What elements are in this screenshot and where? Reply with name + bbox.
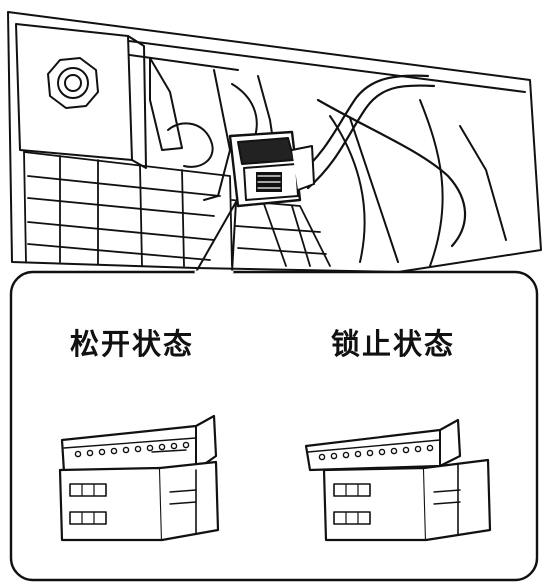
label-released-state: 松开状态 xyxy=(70,327,195,361)
cable xyxy=(296,74,430,178)
bolt-icon xyxy=(47,57,99,109)
connector-locked-drawing xyxy=(304,418,492,542)
connector-icon xyxy=(228,130,315,208)
connector-released-drawing xyxy=(58,414,220,542)
label-locked-state: 锁止状态 xyxy=(331,327,456,361)
vehicle-panel-scene xyxy=(7,11,542,273)
callout-leader xyxy=(195,201,237,273)
grille xyxy=(23,151,331,267)
